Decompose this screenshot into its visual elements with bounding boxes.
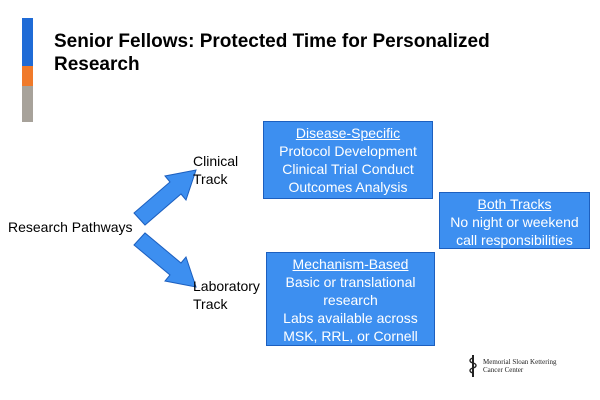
laboratory-track-label: Laboratory Track bbox=[193, 277, 260, 313]
disease-specific-heading: Disease-Specific bbox=[295, 125, 401, 141]
research-pathways-label: Research Pathways bbox=[8, 219, 133, 235]
disease-line-2: Clinical Trial Conduct bbox=[282, 161, 414, 177]
arrow-up-icon bbox=[133, 169, 197, 226]
logo-line-1: Memorial Sloan Kettering bbox=[483, 358, 557, 366]
mechanism-based-box: Mechanism-Based Basic or translational r… bbox=[266, 252, 435, 346]
both-line-2: call responsibilities bbox=[456, 232, 573, 248]
accent-bar-orange bbox=[22, 66, 33, 86]
mechanism-based-heading: Mechanism-Based bbox=[292, 256, 409, 272]
disease-specific-box: Disease-Specific Protocol Development Cl… bbox=[263, 121, 433, 199]
disease-line-3: Outcomes Analysis bbox=[288, 179, 408, 195]
msk-logo: Memorial Sloan Kettering Cancer Center bbox=[467, 355, 556, 377]
mechanism-line-3: Labs available across bbox=[283, 310, 418, 326]
disease-line-1: Protocol Development bbox=[279, 143, 417, 159]
mechanism-line-4: MSK, RRL, or Cornell bbox=[283, 328, 418, 344]
msk-logo-icon bbox=[469, 355, 477, 377]
logo-text: Memorial Sloan Kettering Cancer Center bbox=[483, 358, 556, 374]
laboratory-track-line-2: Track bbox=[193, 296, 228, 312]
both-tracks-box: Both Tracks No night or weekend call res… bbox=[439, 192, 590, 249]
both-line-1: No night or weekend bbox=[450, 214, 579, 230]
clinical-track-line-2: Track bbox=[193, 171, 228, 187]
both-tracks-heading: Both Tracks bbox=[477, 196, 552, 212]
logo-line-2: Cancer Center bbox=[483, 366, 524, 374]
mechanism-line-2: research bbox=[323, 292, 378, 308]
slide-title: Senior Fellows: Protected Time for Perso… bbox=[54, 31, 490, 75]
accent-bar-blue bbox=[22, 18, 33, 66]
mechanism-line-1: Basic or translational bbox=[285, 274, 416, 290]
accent-bar-gray bbox=[22, 86, 33, 122]
clinical-track-label: Clinical Track bbox=[193, 152, 238, 188]
arrow-down-icon bbox=[133, 232, 197, 288]
clinical-track-line-1: Clinical bbox=[193, 153, 239, 169]
laboratory-track-line-1: Laboratory bbox=[193, 278, 260, 294]
